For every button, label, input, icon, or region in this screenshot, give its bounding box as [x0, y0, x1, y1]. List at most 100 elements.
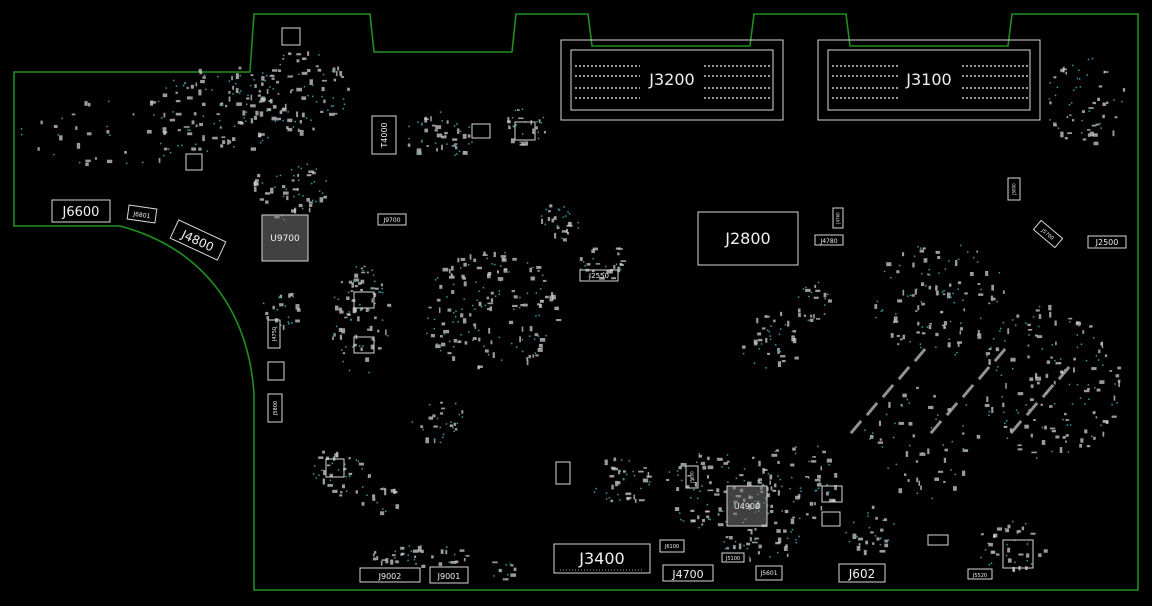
- pad: [296, 53, 302, 56]
- pad: [262, 302, 265, 305]
- pad: [242, 110, 246, 116]
- connector-j4780[interactable]: J4780: [814, 234, 844, 246]
- connector-j5601[interactable]: J5601: [755, 565, 783, 581]
- pad: [503, 578, 506, 581]
- pad: [465, 555, 470, 557]
- connector-j2500[interactable]: J2500: [1087, 235, 1127, 249]
- connector-j9700[interactable]: J9700: [377, 213, 407, 226]
- pad: [619, 262, 622, 266]
- pad: [826, 293, 829, 295]
- pad: [365, 308, 369, 312]
- pad: [522, 350, 524, 353]
- pad: [928, 325, 932, 330]
- connector-j4700[interactable]: J4700: [662, 564, 714, 582]
- pad: [390, 559, 394, 565]
- pad: [53, 153, 55, 156]
- pad: [1017, 392, 1024, 396]
- pad: [361, 468, 364, 470]
- pad: [387, 303, 392, 307]
- pad: [285, 188, 288, 190]
- ic-u9700[interactable]: U9700: [261, 214, 309, 262]
- connector-j5800[interactable]: J5800: [267, 393, 283, 423]
- pad: [682, 520, 685, 522]
- pad: [976, 434, 981, 439]
- connector-j9002[interactable]: J9002: [359, 567, 421, 583]
- pad: [271, 77, 275, 80]
- pad: [277, 93, 280, 95]
- pad: [276, 309, 278, 311]
- pad: [1025, 522, 1027, 525]
- pad: [271, 74, 273, 76]
- pad: [298, 73, 300, 75]
- pad: [1014, 561, 1016, 563]
- pad: [347, 313, 351, 316]
- pad: [938, 272, 940, 274]
- pad: [329, 479, 332, 482]
- label-j4750: J4750: [272, 327, 278, 342]
- pad: [1026, 553, 1030, 558]
- connector-j4750[interactable]: J4750: [267, 319, 281, 349]
- pad: [884, 539, 888, 543]
- label-j9002: J9002: [378, 572, 402, 581]
- connector-j5100[interactable]: J5100: [721, 552, 745, 563]
- pad: [880, 537, 882, 539]
- ic-u4900[interactable]: U4900: [726, 485, 768, 527]
- connector-j5600[interactable]: J5600: [685, 465, 699, 489]
- pad: [1010, 357, 1016, 362]
- pad: [947, 408, 951, 412]
- connector-j602[interactable]: J602: [838, 563, 886, 583]
- connector-j5700[interactable]: J5700: [1032, 219, 1064, 249]
- connector-j5000[interactable]: J5000: [1007, 177, 1021, 201]
- pad: [1068, 104, 1071, 106]
- pad: [282, 107, 285, 111]
- pad: [945, 402, 959, 417]
- pad: [261, 76, 265, 81]
- pad: [203, 74, 206, 76]
- pad: [679, 512, 681, 514]
- connector-j3400[interactable]: J3400: [553, 543, 651, 574]
- pad: [374, 551, 377, 554]
- pad: [332, 67, 336, 73]
- connector-j6801[interactable]: J6801: [126, 204, 158, 224]
- pad: [726, 454, 729, 456]
- pad: [300, 167, 303, 170]
- pad: [434, 142, 437, 144]
- pad: [344, 463, 346, 465]
- connector-j2800[interactable]: J2800: [697, 211, 799, 266]
- transformer-t4000[interactable]: T4000: [371, 115, 397, 155]
- pad: [318, 474, 320, 476]
- pad: [914, 288, 917, 295]
- pad: [1002, 321, 1005, 324]
- connector-j2550[interactable]: J2550: [579, 269, 619, 282]
- connector-j4760[interactable]: J4760: [832, 207, 844, 229]
- pad: [318, 190, 321, 192]
- connector-j5520[interactable]: J5520: [967, 568, 993, 580]
- pad: [435, 344, 441, 349]
- pad: [1088, 110, 1091, 112]
- connector-j9001[interactable]: J9001: [429, 566, 469, 584]
- connector-j3100[interactable]: J3100: [817, 39, 1041, 121]
- pad: [332, 336, 334, 340]
- pad: [927, 448, 930, 455]
- pad: [385, 510, 387, 512]
- connector-j3200[interactable]: J3200: [560, 39, 784, 121]
- pad: [347, 291, 350, 294]
- pad: [267, 136, 269, 139]
- pad: [769, 556, 771, 558]
- connector-j6600[interactable]: J6600: [51, 199, 111, 223]
- pad: [511, 117, 514, 119]
- pad: [1082, 330, 1085, 334]
- pad: [428, 416, 434, 420]
- pad: [917, 321, 920, 326]
- pad: [927, 273, 930, 276]
- connector-j4800[interactable]: J4800: [169, 219, 227, 261]
- pad: [995, 347, 1000, 352]
- pad: [452, 356, 456, 361]
- pad: [288, 293, 291, 298]
- pad: [928, 268, 930, 271]
- pad: [822, 450, 826, 454]
- pad: [1049, 101, 1052, 105]
- pad: [498, 336, 501, 339]
- pad: [440, 401, 443, 404]
- connector-j6100[interactable]: J6100: [659, 539, 685, 553]
